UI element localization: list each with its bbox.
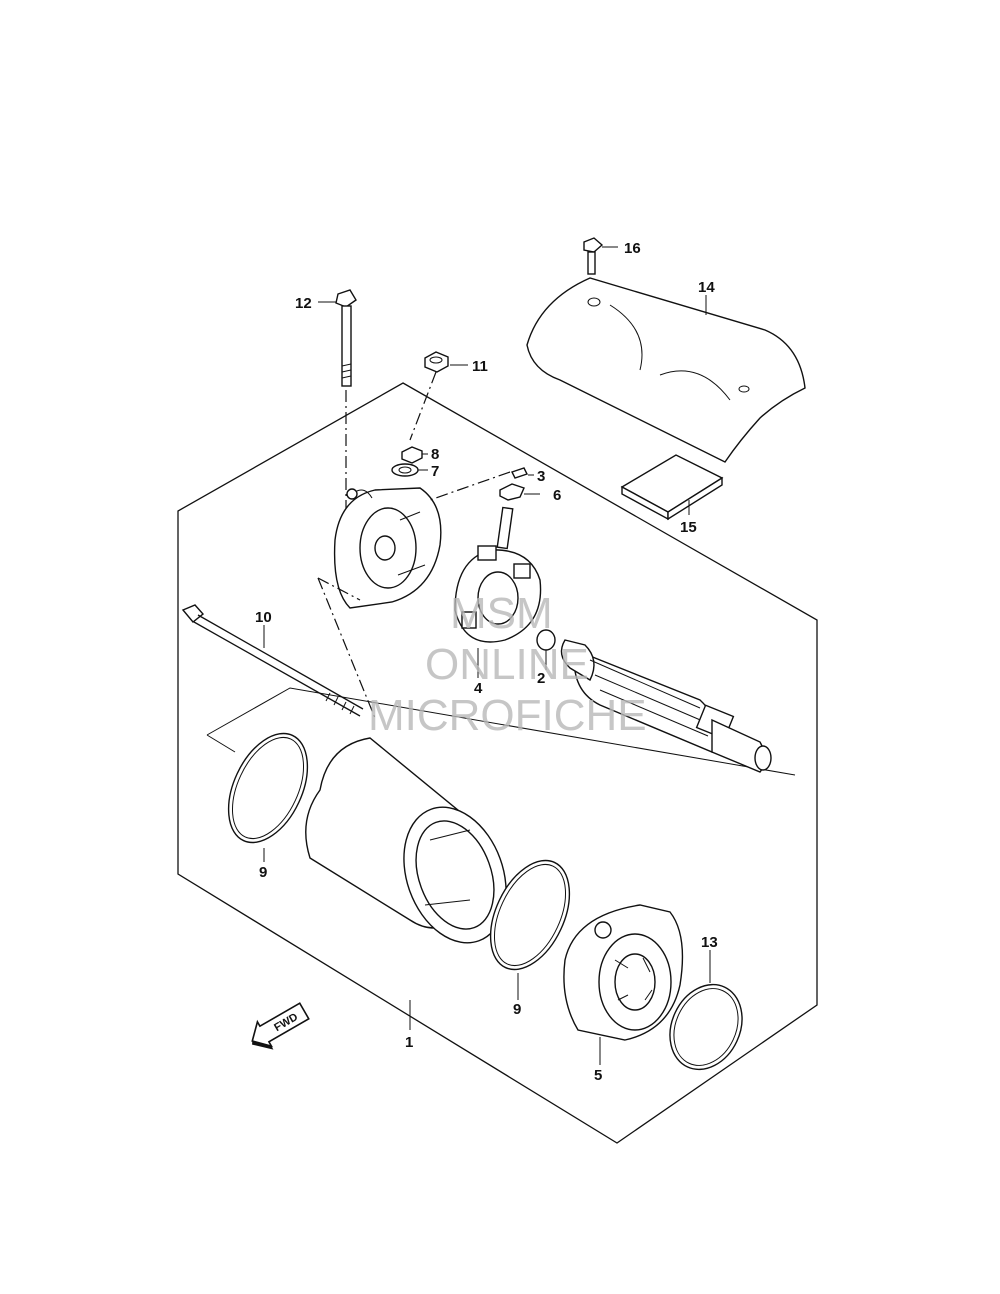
callout-6: 6 [553, 487, 561, 504]
through-bolt[interactable] [181, 604, 364, 717]
cover[interactable] [526, 277, 806, 463]
o-ring-11[interactable] [657, 973, 756, 1081]
assembly-outline [177, 382, 818, 1144]
pad[interactable] [620, 454, 724, 521]
callout-7: 7 [431, 463, 439, 480]
leader-lines [263, 246, 711, 1065]
callout-labels: 12 11 8 7 3 6 16 14 15 10 4 2 9 9 5 13 1 [255, 240, 718, 1084]
armature[interactable] [560, 639, 772, 773]
front-housing[interactable] [563, 904, 684, 1041]
callout-2: 2 [537, 670, 545, 687]
callout-16: 16 [624, 240, 641, 257]
nut-dash-line [409, 371, 437, 441]
dash-line-3 [429, 471, 511, 501]
nut-8[interactable] [401, 446, 423, 464]
watermark-line-3: MICROFICHE [368, 691, 647, 740]
o-ring-9-upper[interactable] [213, 721, 324, 855]
callout-8: 8 [431, 446, 439, 463]
rear-housing[interactable] [333, 487, 442, 609]
callout-11: 13 [701, 934, 718, 951]
brush-holder[interactable] [454, 506, 542, 643]
fwd-arrow-icon [251, 1002, 310, 1048]
washer-7[interactable] [391, 463, 419, 477]
callout-4: 4 [474, 680, 483, 697]
fwd-arrow: FWD [251, 1002, 310, 1050]
bolt-16[interactable] [583, 237, 604, 275]
callout-3: 3 [537, 468, 545, 485]
callout-9-lower: 9 [513, 1001, 521, 1018]
inner-frame-line [206, 687, 796, 776]
callout-13: 12 [295, 295, 312, 312]
callout-9-upper: 9 [259, 864, 267, 881]
callout-1: 1 [405, 1034, 413, 1051]
callout-10: 10 [255, 609, 272, 626]
terminal-6[interactable] [499, 483, 525, 501]
o-ring-9-lower[interactable] [475, 848, 586, 982]
callout-14: 14 [698, 279, 715, 296]
dash-guide-b [317, 577, 361, 601]
callout-15: 15 [680, 519, 697, 536]
callout-12: 11 [472, 358, 488, 375]
watermark: MSM ONLINE MICROFICHE [368, 589, 647, 740]
watermark-line-2: ONLINE [425, 640, 589, 689]
yoke[interactable] [305, 737, 524, 957]
dash-guide-a [317, 577, 376, 719]
watermark-line-1: MSM [450, 589, 553, 638]
callout-5: 5 [594, 1067, 602, 1084]
inner-frame-line-2 [206, 734, 236, 753]
mounting-bolt[interactable] [335, 289, 357, 387]
fwd-arrow-shadow [252, 1041, 274, 1050]
clip-3[interactable] [511, 467, 528, 479]
nut-12[interactable] [424, 351, 449, 373]
